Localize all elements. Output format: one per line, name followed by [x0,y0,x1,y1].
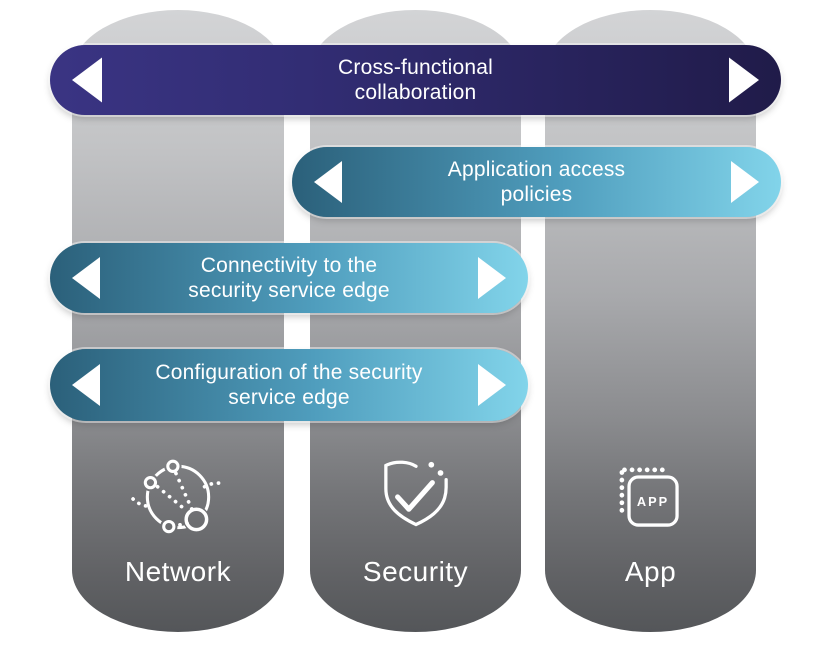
right-arrow-icon [729,57,759,103]
banner-label-line2: policies [500,183,573,206]
left-arrow-icon [72,257,100,299]
right-arrow-icon [731,161,759,203]
column-label-app: App [624,556,677,587]
right-arrow-icon [478,364,506,406]
banner-label-line2: service edge [228,386,350,409]
banner-label: Cross-functional collaboration [338,55,493,106]
app-icon-text: APP [636,494,668,509]
left-arrow-icon [314,161,342,203]
column-label-network: Network [124,556,232,587]
banner-label: Application access policies [448,157,626,208]
banner-label: Connectivity to the security service edg… [188,253,389,304]
banner-application-access-policies: Application access policies [292,147,781,217]
banner-label-line1: Configuration of the security [155,360,423,384]
network-globe-icon [131,459,225,534]
banner-cross-functional-collaboration: Cross-functional collaboration [50,45,781,115]
banner-label: Configuration of the security service ed… [155,360,422,411]
banner-connectivity-to-sse: Connectivity to the security service edg… [50,243,528,313]
banner-label-line1: Application access [447,157,626,181]
app-window-icon: APP [619,467,679,527]
left-arrow-icon [72,364,100,406]
shield-check-icon [383,460,448,527]
banner-label-line2: collaboration [354,81,477,104]
banner-configuration-of-sse: Configuration of the security service ed… [50,349,528,421]
banner-label-line1: Connectivity to the [200,253,378,277]
right-arrow-icon [478,257,506,299]
column-network-footer: Network [72,452,284,588]
left-arrow-icon [72,57,102,103]
column-security-footer: Security [310,452,521,588]
banner-label-line1: Cross-functional [338,55,493,79]
column-app-footer: APP App [545,452,756,588]
banner-label-line2: security service edge [188,279,390,302]
column-label-security: Security [362,556,469,587]
